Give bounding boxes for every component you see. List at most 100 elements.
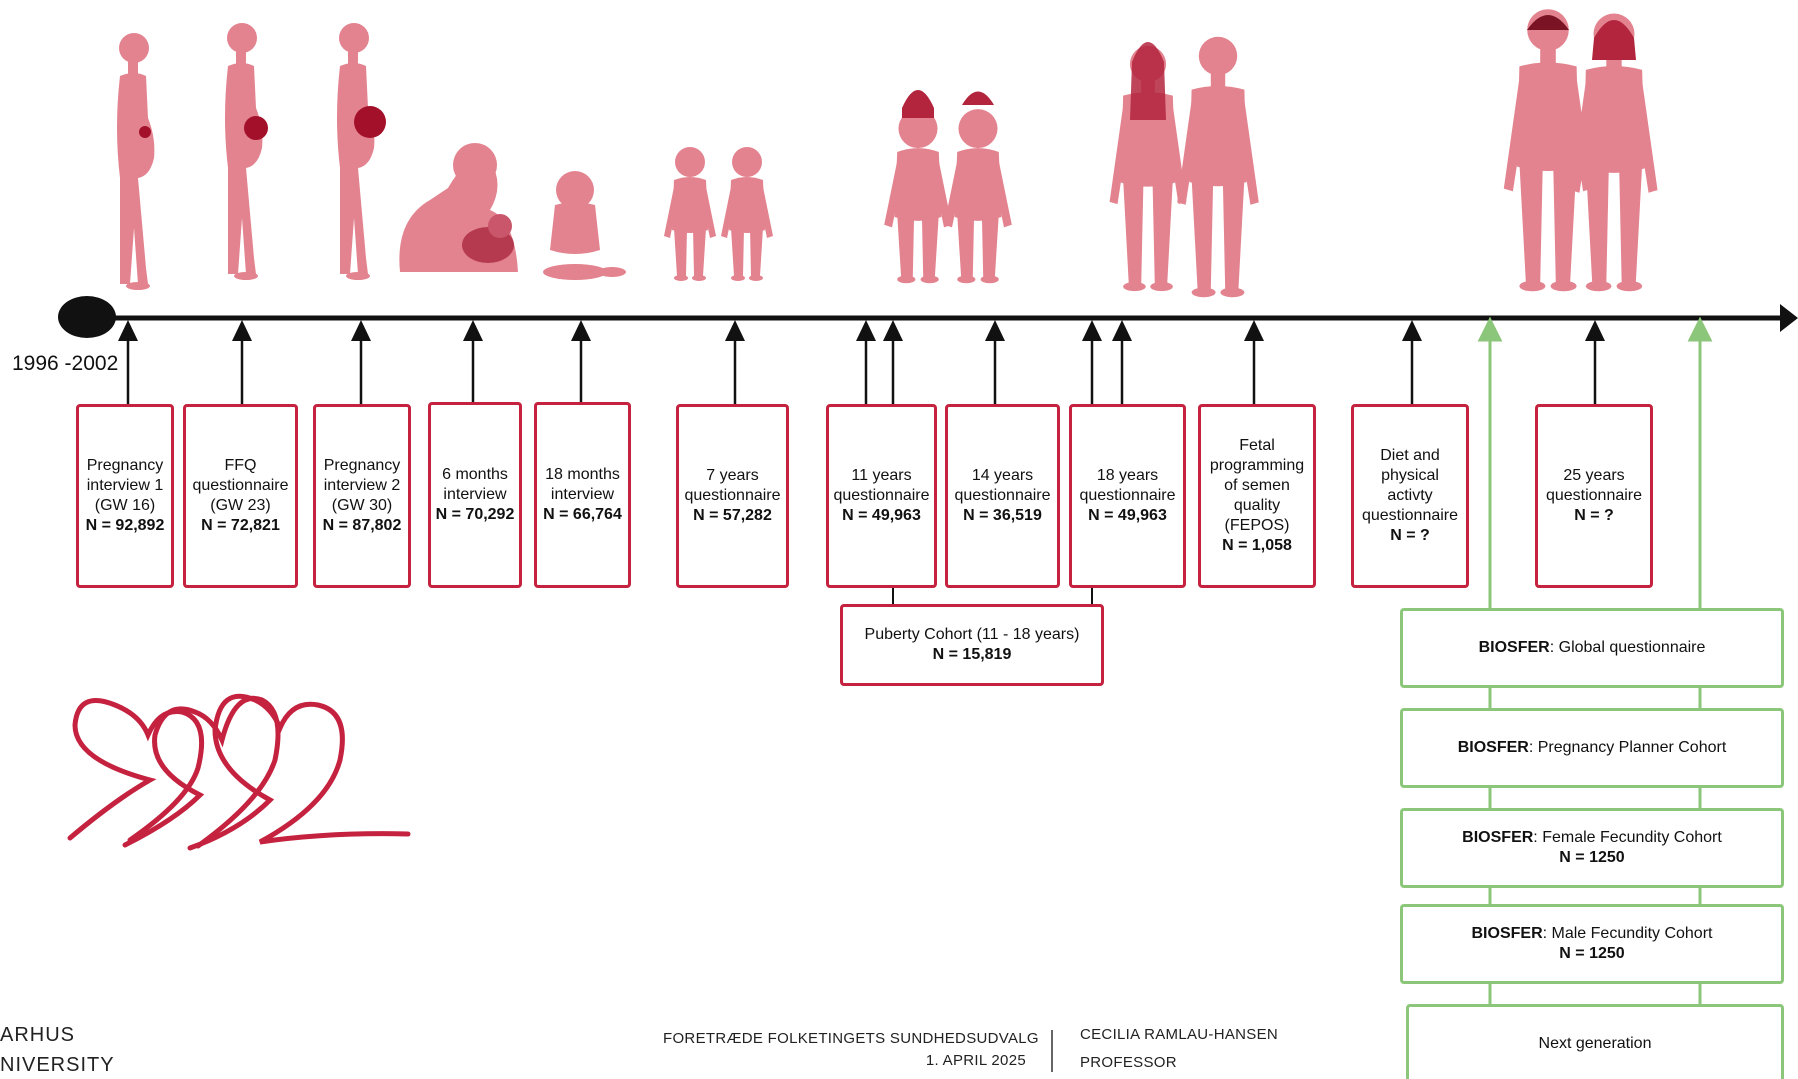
axis-arrowhead: [1780, 304, 1798, 332]
stage-n: N = ?: [1390, 527, 1430, 544]
stage-label-line: Pregnancy: [323, 457, 401, 474]
hair-icon: [962, 91, 994, 105]
biosfer-box[interactable]: BIOSFER: Global questionnaire: [1400, 608, 1784, 688]
footer-role: PROFESSOR: [1080, 1054, 1177, 1071]
biosfer-rest: : Female Fecundity Cohort: [1533, 829, 1722, 846]
biosfer-n: N = 1250: [1559, 945, 1625, 962]
biosfer-bold: BIOSFER: [1478, 639, 1550, 656]
start-year-label: 1996 -2002: [12, 352, 119, 375]
logo-line-2: NIVERSITY: [0, 1054, 115, 1076]
start-marker: [58, 296, 116, 338]
connector-arrowhead: [985, 320, 1005, 341]
stage-n: N = 70,292: [435, 506, 515, 523]
stage-label-line: questionnaire: [1545, 487, 1643, 504]
biosfer-bold: BIOSFER: [1462, 829, 1534, 846]
child-icon: [721, 147, 773, 281]
breastfeeding-mother-icon: [399, 143, 518, 272]
connector-arrowhead: [118, 320, 138, 341]
connector-arrowhead: [725, 320, 745, 341]
connector-arrowhead: [1082, 320, 1102, 341]
stage-label-line: programming: [1209, 457, 1305, 474]
stage-label-line: 25 years: [1563, 467, 1625, 484]
biosfer-bold: BIOSFER: [1457, 739, 1529, 756]
teen-girl-icon: [884, 109, 952, 284]
stage-label-line: questionnaire: [954, 487, 1051, 504]
stage-n: N = 87,802: [322, 517, 402, 534]
connector-arrowhead: [1244, 320, 1264, 341]
stage-label-line: 18 months: [545, 466, 620, 483]
connector-arrowhead: [1585, 320, 1605, 341]
pregnant-woman-icon: [225, 23, 263, 280]
fetus-icon: [354, 106, 386, 138]
child-icon: [664, 147, 716, 281]
teen-boy-icon: [944, 109, 1012, 284]
stage-n: N = 92,892: [85, 517, 165, 534]
biosfer-rest: Next generation: [1538, 1035, 1652, 1052]
baby-icon: [543, 171, 626, 280]
biosfer-box[interactable]: BIOSFER: Pregnancy Planner Cohort: [1400, 708, 1784, 788]
biosfer-rest: : Pregnancy Planner Cohort: [1528, 739, 1727, 756]
stage-n: N = 72,821: [201, 517, 280, 534]
hearts-logo-icon: [67, 693, 411, 851]
stage-n: N = 49,963: [842, 507, 921, 524]
connector-arrowhead: [883, 320, 903, 341]
connector-arrowhead: [1112, 320, 1132, 341]
biosfer-bold: BIOSFER: [1471, 925, 1543, 942]
stage-box[interactable]: 25 years questionnaire N = ?: [1535, 404, 1653, 588]
stage-label-line: FFQ: [224, 457, 257, 474]
pregnant-woman-icon: [337, 23, 375, 280]
stage-label-line: (GW 16): [94, 497, 156, 514]
biosfer-box[interactable]: BIOSFER: Female Fecundity Cohort N = 1250: [1400, 808, 1784, 888]
stage-label-line: questionnaire: [1079, 487, 1176, 504]
stage-label-line: questionnaire: [192, 477, 289, 494]
logo-line-1: ARHUS: [0, 1024, 76, 1046]
stage-label-line: interview: [550, 486, 615, 503]
hair-icon: [1592, 20, 1636, 60]
connector-arrowhead: [1402, 320, 1422, 341]
stage-label-line: 6 months: [442, 466, 508, 483]
connector-arrowhead: [571, 320, 591, 341]
biosfer-title: BIOSFER: Pregnancy Planner Cohort: [1458, 738, 1727, 758]
biosfer-n: N = 1250: [1559, 849, 1625, 866]
stage-n: N = ?: [1574, 507, 1614, 524]
stage-label-line: 11 years: [851, 467, 912, 484]
stage-box[interactable]: 18 months interview N = 66,764: [534, 402, 631, 588]
puberty-label: Puberty Cohort (11 - 18 years): [864, 626, 1080, 643]
footer-event: FORETRÆDE FOLKETINGETS SUNDHEDSUDVALG: [663, 1030, 1039, 1047]
stage-label-line: quality: [1233, 497, 1281, 514]
stage-n: N = 66,764: [543, 506, 622, 523]
figures-row: [117, 9, 1658, 298]
young-man-icon: [1177, 36, 1259, 298]
biosfer-title: Next generation: [1539, 1034, 1652, 1054]
stage-label-line: Fetal: [1239, 437, 1275, 454]
stage-label-line: 7 years: [706, 467, 759, 484]
stage-label-line: 14 years: [971, 467, 1034, 484]
biosfer-rest: : Male Fecundity Cohort: [1542, 925, 1713, 942]
pregnant-woman-icon: [117, 33, 155, 290]
biosfer-box[interactable]: Next generation: [1406, 1004, 1784, 1079]
connector-arrowhead: [232, 320, 252, 341]
stage-n: N = 1,058: [1222, 537, 1292, 554]
stage-label-line: activty: [1387, 487, 1433, 504]
biosfer-box[interactable]: BIOSFER: Male Fecundity Cohort N = 1250: [1400, 904, 1784, 984]
university-logo: ARHUS NIVERSITY: [0, 1020, 115, 1079]
biosfer-arrowhead: [1687, 316, 1713, 342]
connector-arrowhead: [463, 320, 483, 341]
biosfer-rest: : Global questionnaire: [1549, 639, 1706, 656]
biosfer-arrowhead: [1477, 316, 1503, 342]
puberty-cohort-box[interactable]: Puberty Cohort (11 - 18 years) N = 15,81…: [840, 604, 1104, 686]
stage-label-line: interview 1: [86, 477, 164, 494]
stage-label-line: physical: [1381, 467, 1439, 484]
stage-label-line: Diet and: [1380, 447, 1440, 464]
